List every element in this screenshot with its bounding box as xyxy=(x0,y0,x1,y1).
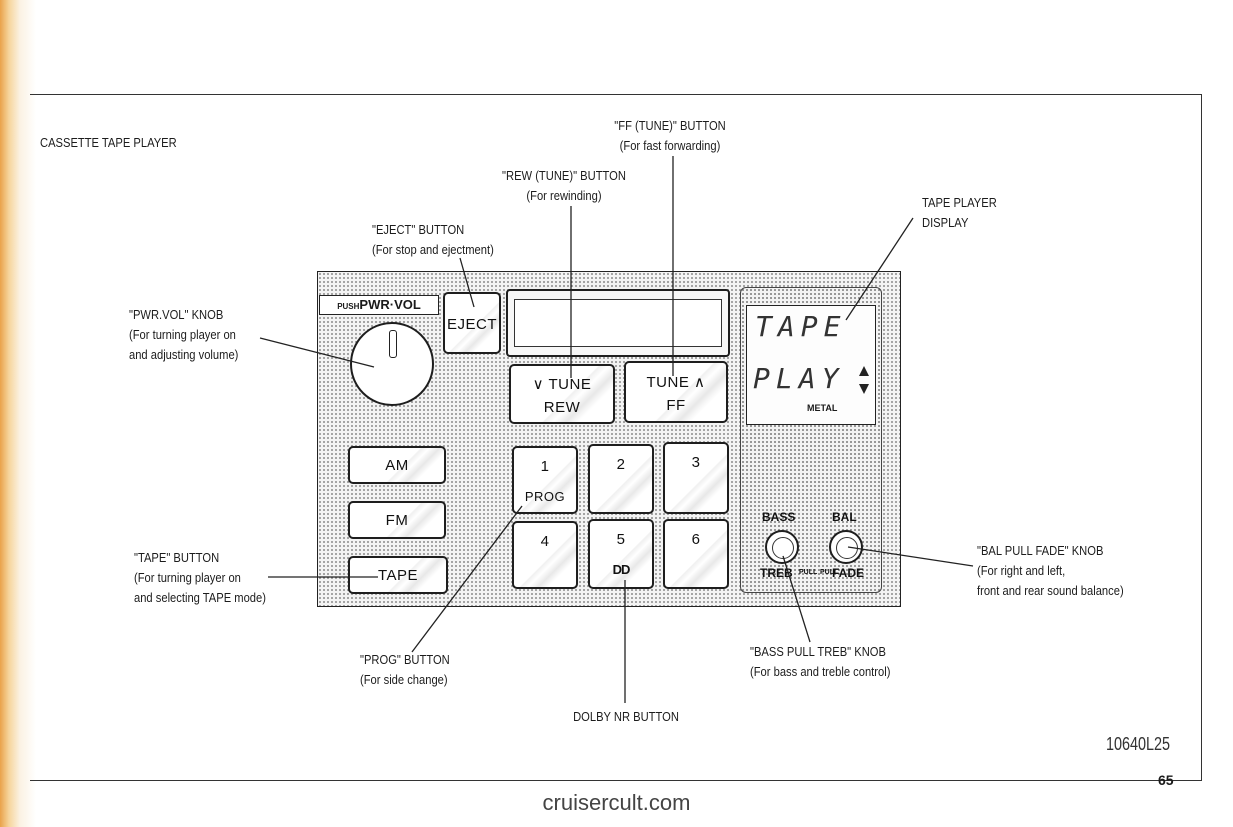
page-title: CASSETTE TAPE PLAYER xyxy=(40,135,177,150)
preset-5-label: 5 xyxy=(616,531,626,548)
knob-indicator xyxy=(389,330,397,358)
ff-label: FF xyxy=(666,397,686,414)
rew-tune-button[interactable]: ∨ TUNE REW xyxy=(509,364,615,424)
callout-dolby: DOLBY NR BUTTON xyxy=(573,709,679,724)
treb-label: TREB xyxy=(760,566,793,580)
am-button[interactable]: AM xyxy=(348,446,446,484)
direction-up-icon xyxy=(859,366,869,376)
preset-1-label: 1 xyxy=(540,458,550,475)
preset-3-label: 3 xyxy=(691,454,701,471)
prog-label: PROG xyxy=(524,489,566,504)
leader-display xyxy=(845,217,914,321)
callout-bal: "BAL PULL FADE" KNOB(For right and left,… xyxy=(977,543,1124,598)
tape-player-display: TAPE PLAY METAL xyxy=(746,305,876,425)
bal-label: BAL xyxy=(832,510,857,524)
metal-indicator: METAL xyxy=(807,403,838,413)
callout-bass: "BASS PULL TREB" KNOB(For bass and trebl… xyxy=(750,644,891,679)
tape-label: TAPE xyxy=(377,567,419,584)
eject-label: EJECT xyxy=(446,316,497,333)
page-number: 65 xyxy=(1158,772,1174,788)
page-edge-shadow xyxy=(0,0,36,827)
cassette-slot[interactable] xyxy=(506,289,730,357)
preset-6-label: 6 xyxy=(691,531,701,548)
bal-fade-knob[interactable] xyxy=(829,530,863,564)
pull-label-bass: PULL xyxy=(799,569,818,576)
bass-label: BASS xyxy=(762,510,796,524)
rew-tune-label: ∨ TUNE xyxy=(532,376,592,393)
display-line-2: PLAY xyxy=(753,362,845,395)
figure-code: 10640L25 xyxy=(1106,734,1171,754)
leader-bal xyxy=(847,546,974,567)
watermark: cruisercult.com xyxy=(542,790,691,815)
direction-down-icon xyxy=(859,384,869,394)
pwr-vol-label: PUSHPWR·VOL xyxy=(319,295,439,315)
callout-rew: "REW (TUNE)" BUTTON(For rewinding) xyxy=(502,168,626,203)
preset-2-button[interactable]: 2 xyxy=(588,444,654,514)
callout-eject: "EJECT" BUTTON(For stop and ejectment) xyxy=(372,222,494,257)
bass-treb-knob[interactable] xyxy=(765,530,799,564)
preset-4-button[interactable]: 4 xyxy=(512,521,578,589)
leader-pwrvol xyxy=(259,337,375,368)
preset-5-dolby-button[interactable]: 5 DD xyxy=(588,519,654,589)
figure-frame xyxy=(30,94,1202,781)
pull-label-bal: PULL xyxy=(820,569,839,576)
rew-label: REW xyxy=(543,399,581,416)
fade-label: FADE xyxy=(832,566,865,580)
leader-eject xyxy=(459,257,475,308)
tape-button[interactable]: TAPE xyxy=(348,556,448,594)
ff-tune-button[interactable]: TUNE ∧ FF xyxy=(624,361,728,423)
leader-prog xyxy=(411,505,523,653)
preset-6-button[interactable]: 6 xyxy=(663,519,729,589)
preset-4-label: 4 xyxy=(540,533,550,550)
preset-3-button[interactable]: 3 xyxy=(663,442,729,514)
am-label: AM xyxy=(385,457,409,474)
callout-prog: "PROG" BUTTON(For side change) xyxy=(360,652,450,687)
ff-tune-label: TUNE ∧ xyxy=(646,374,706,391)
preset-2-label: 2 xyxy=(616,456,626,473)
preset-1-prog-button[interactable]: 1 PROG xyxy=(512,446,578,514)
callout-ff: "FF (TUNE)" BUTTON(For fast forwarding) xyxy=(614,118,726,153)
knob-inner xyxy=(772,537,794,559)
display-line-1: TAPE xyxy=(755,310,847,343)
cassette-door xyxy=(514,299,722,347)
leader-bass xyxy=(782,555,811,643)
pwr-vol-knob[interactable] xyxy=(350,322,434,406)
dolby-nr-icon: DD xyxy=(612,562,631,577)
fm-label: FM xyxy=(385,512,409,529)
fm-button[interactable]: FM xyxy=(348,501,446,539)
